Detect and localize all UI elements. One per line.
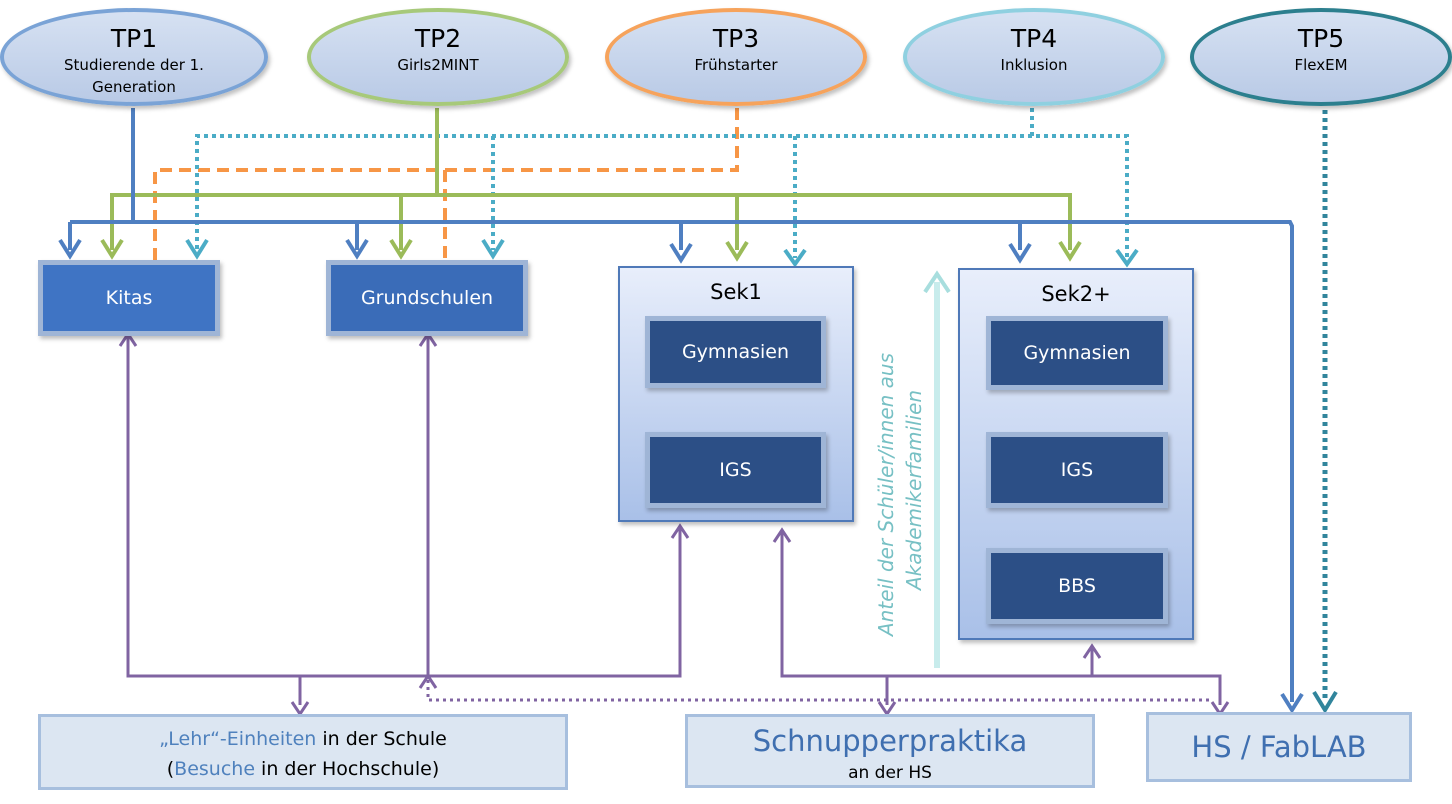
- schnupperpraktika-sub: an der HS: [848, 763, 932, 783]
- purple-connectors: [126, 336, 1222, 705]
- tp3-title: TP3: [712, 24, 760, 53]
- sek1-gymnasien-box: Gymnasien: [645, 316, 826, 388]
- tp3-ellipse: TP3 Frühstarter: [605, 8, 867, 106]
- tp4-connector: [195, 108, 1129, 258]
- lehr-line2: (Besuche in der Hochschule): [41, 754, 565, 784]
- tp1-ellipse: TP1 Studierende der 1. Generation: [0, 8, 268, 106]
- tp3-connector: [153, 108, 739, 264]
- tp4-arrowheads: [185, 238, 1139, 268]
- sek2-title: Sek2+: [1041, 282, 1111, 306]
- akademiker-label: Anteil der Schüler/innen aus Akademikerf…: [872, 353, 928, 636]
- tp3-subtitle: Frühstarter: [694, 56, 778, 74]
- lehr-line1-rest: in der Schule: [316, 728, 447, 750]
- tp5-ellipse: TP5 FlexEM: [1190, 8, 1452, 106]
- lehr-paren: (: [166, 758, 175, 780]
- tp2-ellipse: TP2 Girls2MINT: [307, 8, 569, 106]
- sek1-title: Sek1: [710, 280, 762, 304]
- akademiker-gradient-arrow: [923, 270, 951, 668]
- hs-fablab-label: HS / FabLAB: [1191, 730, 1367, 764]
- tp2-arrowheads: [100, 238, 1082, 262]
- sek2-bbs-label: BBS: [1058, 575, 1096, 597]
- tp2-title: TP2: [414, 24, 462, 53]
- kitas-label: Kitas: [105, 287, 153, 309]
- lehr-line2-rest: in der Hochschule): [255, 758, 440, 780]
- tp4-subtitle: Inklusion: [1000, 56, 1068, 74]
- hs-fablab-box: HS / FabLAB: [1146, 712, 1412, 782]
- grundschulen-box: Grundschulen: [326, 260, 528, 336]
- tp5-subtitle: FlexEM: [1294, 56, 1348, 74]
- besuche-word: Besuche: [174, 758, 256, 780]
- kitas-box: Kitas: [38, 260, 220, 336]
- sek1-igs-label: IGS: [719, 459, 752, 481]
- sek2-gymnasien-label: Gymnasien: [1023, 342, 1131, 364]
- sek2-gymnasien-box: Gymnasien: [986, 316, 1168, 390]
- akademiker-label-line1: Anteil der Schüler/innen aus: [874, 352, 898, 636]
- tp5-title: TP5: [1297, 24, 1345, 53]
- akademiker-label-line2: Akademikerfamilien: [902, 389, 926, 590]
- sek2-igs-label: IGS: [1060, 459, 1094, 481]
- sek2-igs-box: IGS: [986, 432, 1168, 508]
- tp1-title: TP1: [110, 24, 158, 53]
- tp2-connector: [110, 108, 1072, 250]
- schnupperpraktika-title: Schnupperpraktika: [752, 724, 1028, 758]
- schnupperpraktika-box: Schnupperpraktika an der HS: [685, 714, 1095, 788]
- tp4-ellipse: TP4 Inklusion: [903, 8, 1165, 106]
- lehr-einheiten-box: „Lehr“-Einheiten in der Schule (Besuche …: [38, 714, 568, 790]
- sek1-gymnasien-label: Gymnasien: [681, 341, 790, 363]
- sek1-igs-box: IGS: [645, 432, 826, 508]
- grundschulen-label: Grundschulen: [360, 287, 494, 309]
- purple-dotted-link: [426, 680, 1212, 702]
- tp2-subtitle: Girls2MINT: [397, 56, 479, 74]
- sek2-bbs-box: BBS: [986, 548, 1168, 624]
- tp1-subtitle: Studierende der 1. Generation: [64, 56, 204, 96]
- tp1-connector: [68, 108, 1294, 702]
- tp5-arrowhead: [1312, 690, 1338, 714]
- tp1-arrowheads: [58, 238, 1304, 714]
- lehr-einheiten-word: „Lehr“-Einheiten: [159, 728, 317, 750]
- lehr-line1: „Lehr“-Einheiten in der Schule: [41, 724, 565, 754]
- tp4-title: TP4: [1010, 24, 1058, 53]
